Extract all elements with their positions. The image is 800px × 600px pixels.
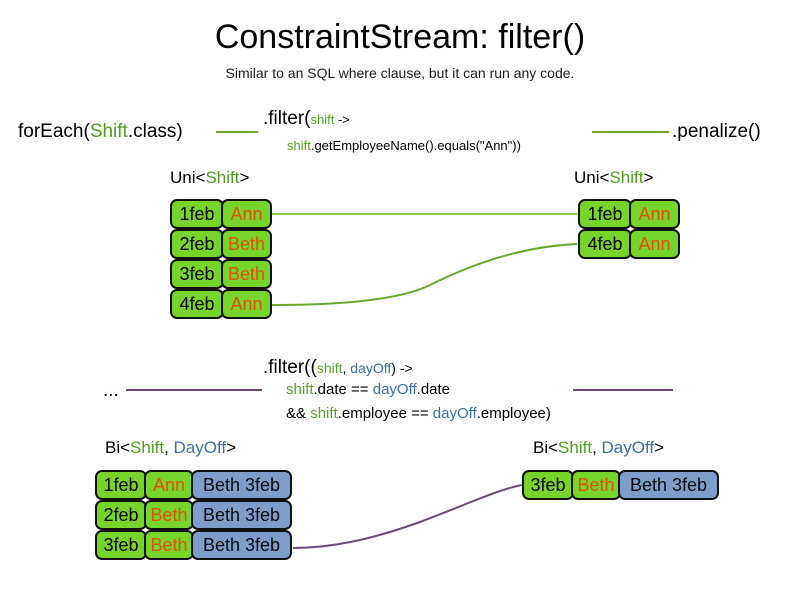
uni-right-label-pre: Uni<	[574, 168, 610, 187]
table-row[interactable]: 3feb Beth	[170, 259, 272, 289]
filter-bi-l3-var1: shift	[310, 405, 338, 422]
filter-bi-l3-post: .employee)	[476, 405, 551, 422]
cell-dayoff: Beth 3feb	[202, 475, 281, 495]
filter-bi-arrow: ) ->	[391, 360, 413, 376]
bi-left-label-type1: Shift	[130, 438, 165, 457]
filter-bi-l2-var1: shift	[286, 381, 314, 398]
cell-name: Ann	[230, 294, 263, 314]
uni-left-label: Uni<Shift>	[170, 168, 249, 188]
filter-bi-line3: && shift.employee == dayOff.employee)	[286, 405, 551, 422]
filter-bi-line1: .filter((shift, dayOff) ->	[263, 357, 413, 379]
bi-right-label-pre: Bi<	[533, 438, 559, 457]
cell-name: Ann	[230, 204, 263, 224]
bi-left-label: Bi<Shift, DayOff>	[105, 438, 236, 458]
filter-bi-var2: dayOff	[350, 360, 392, 376]
bi-right-label-post: >	[654, 438, 665, 457]
cell-date: 1feb	[587, 204, 623, 224]
bi-right-label-type2: DayOff	[601, 438, 655, 457]
cell-name: Beth	[150, 505, 188, 525]
uni-right-label-type: Shift	[609, 168, 644, 187]
foreach-post: .class)	[127, 121, 183, 142]
table-row[interactable]: 4feb Ann	[170, 289, 272, 319]
filter-bi-l3-var2: dayOff	[432, 405, 477, 422]
uni-left-label-post: >	[239, 168, 250, 187]
filter-uni-arrow: ->	[334, 112, 350, 127]
table-row[interactable]: 1feb Ann	[578, 199, 680, 229]
filter-bi-pre: .filter((	[263, 357, 317, 378]
cell-name: Ann	[152, 475, 186, 495]
uni-left-label-pre: Uni<	[170, 168, 206, 187]
bi-left-label-type2: DayOff	[173, 438, 227, 457]
cell-name: Beth	[227, 234, 266, 254]
filter-bi-l2-var2: dayOff	[372, 381, 417, 398]
filter-uni-line1: .filter(shift ->	[263, 108, 350, 130]
page-subtitle: Similar to an SQL where clause, but it c…	[225, 65, 575, 81]
table-row[interactable]: 2feb Beth	[170, 229, 272, 259]
foreach-label: forEach(Shift.class)	[18, 121, 183, 143]
cell-date: 3feb	[179, 264, 215, 284]
table-row[interactable]: 3feb Beth Beth 3feb	[522, 470, 719, 500]
foreach-type: Shift	[89, 121, 128, 142]
bi-left-label-sep: ,	[164, 438, 174, 457]
filter-bi-l3-mid: .employee ==	[337, 405, 433, 422]
filter-bi-l2-mid: .date ==	[313, 381, 373, 398]
cell-dayoff: Beth 3feb	[629, 475, 708, 495]
filter-uni-pre: .filter(	[263, 108, 311, 129]
filter-bi-l2-post: .date	[416, 381, 451, 398]
table-row[interactable]: 2feb Beth Beth 3feb	[95, 500, 292, 530]
cell-name: Ann	[638, 234, 671, 254]
cell-name: Beth	[150, 535, 188, 555]
table-row[interactable]: 4feb Ann	[578, 229, 680, 259]
cell-date: 2feb	[179, 234, 215, 254]
filter-uni-body-post: .getEmployeeName().equals("Ann"))	[310, 138, 521, 153]
cell-name: Beth	[577, 475, 615, 495]
filter-uni-body-var: shift	[287, 138, 311, 153]
bi-left-label-post: >	[226, 438, 237, 457]
table-row[interactable]: 1feb Ann	[170, 199, 272, 229]
filter-bi-line2: shift.date == dayOff.date	[286, 381, 450, 398]
table-row[interactable]: 1feb Ann Beth 3feb	[95, 470, 292, 500]
filter-bi-sep: ,	[342, 360, 351, 376]
cell-date: 4feb	[587, 234, 623, 254]
foreach-pre: forEach(	[18, 121, 90, 142]
cell-date: 1feb	[179, 204, 215, 224]
bi-right-label: Bi<Shift, DayOff>	[533, 438, 664, 458]
penalize-label: .penalize()	[672, 121, 761, 142]
cell-dayoff: Beth 3feb	[202, 535, 281, 555]
bi-left-label-pre: Bi<	[105, 438, 131, 457]
filter-bi-var1: shift	[316, 360, 343, 376]
table-row[interactable]: 3feb Beth Beth 3feb	[95, 530, 292, 560]
uni-right-label-post: >	[643, 168, 654, 187]
ellipsis-source: ...	[103, 380, 119, 401]
cell-date: 3feb	[530, 475, 566, 495]
cell-date: 3feb	[103, 535, 139, 555]
filter-bi-l3-pre: &&	[286, 405, 311, 422]
cell-date: 2feb	[103, 505, 139, 525]
page-title: ConstraintStream: filter()	[214, 18, 586, 56]
filter-uni-line2: shift.getEmployeeName().equals("Ann"))	[287, 138, 521, 153]
cell-date: 1feb	[103, 475, 139, 495]
cell-name: Ann	[638, 204, 671, 224]
bi-right-label-sep: ,	[592, 438, 602, 457]
bi-right-label-type1: Shift	[558, 438, 593, 457]
filter-uni-var: shift	[310, 112, 335, 127]
cell-name: Beth	[227, 264, 266, 284]
uni-left-label-type: Shift	[205, 168, 240, 187]
uni-right-label: Uni<Shift>	[574, 168, 653, 188]
cell-date: 4feb	[179, 294, 215, 314]
cell-dayoff: Beth 3feb	[202, 505, 281, 525]
